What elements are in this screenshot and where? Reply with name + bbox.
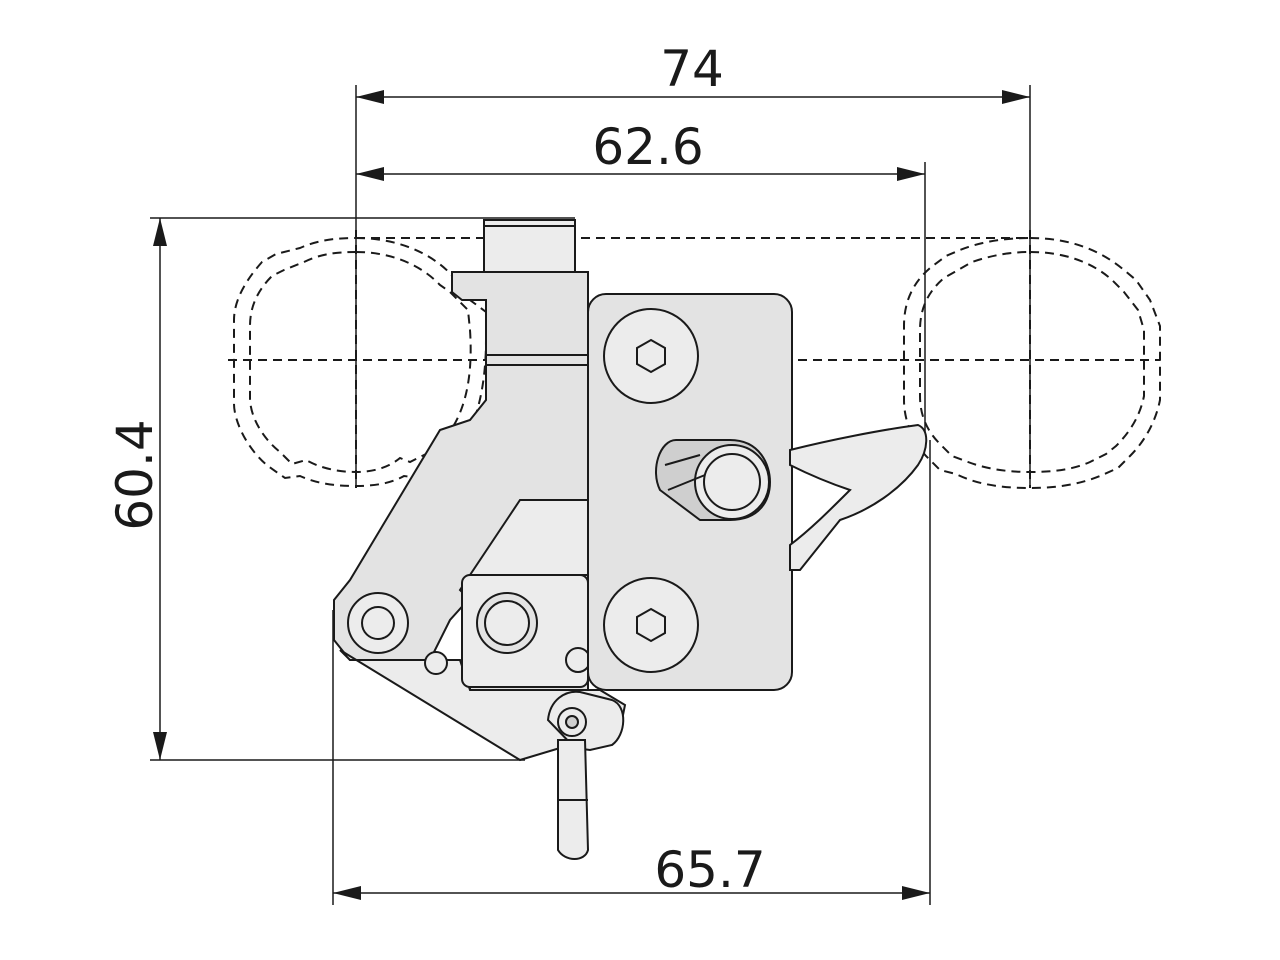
dimension-60-4-label: 60.4 (106, 419, 164, 530)
dimension-74: 74 (355, 40, 1031, 485)
hex-screw-bottom (603, 577, 699, 673)
jaw-block (451, 271, 589, 366)
phantom-tube-right (900, 230, 1161, 490)
wing-bolt (546, 690, 625, 860)
hex-screw-top (603, 308, 699, 404)
small-pin-2 (565, 647, 591, 673)
clamp-body (333, 219, 928, 860)
round-boss-inner (484, 600, 530, 646)
dimension-65-7: 65.7 (332, 440, 931, 905)
dimension-65-7-label: 65.7 (654, 841, 765, 899)
release-lever (789, 423, 928, 571)
cam-slot (655, 439, 772, 521)
dimension-62-6-label: 62.6 (592, 118, 703, 176)
dimension-60-4: 60.4 (106, 217, 575, 761)
dimension-62-6: 62.6 (356, 118, 926, 440)
dimension-74-label: 74 (660, 40, 724, 98)
pivot-pin (361, 606, 395, 640)
small-pin (424, 651, 448, 675)
